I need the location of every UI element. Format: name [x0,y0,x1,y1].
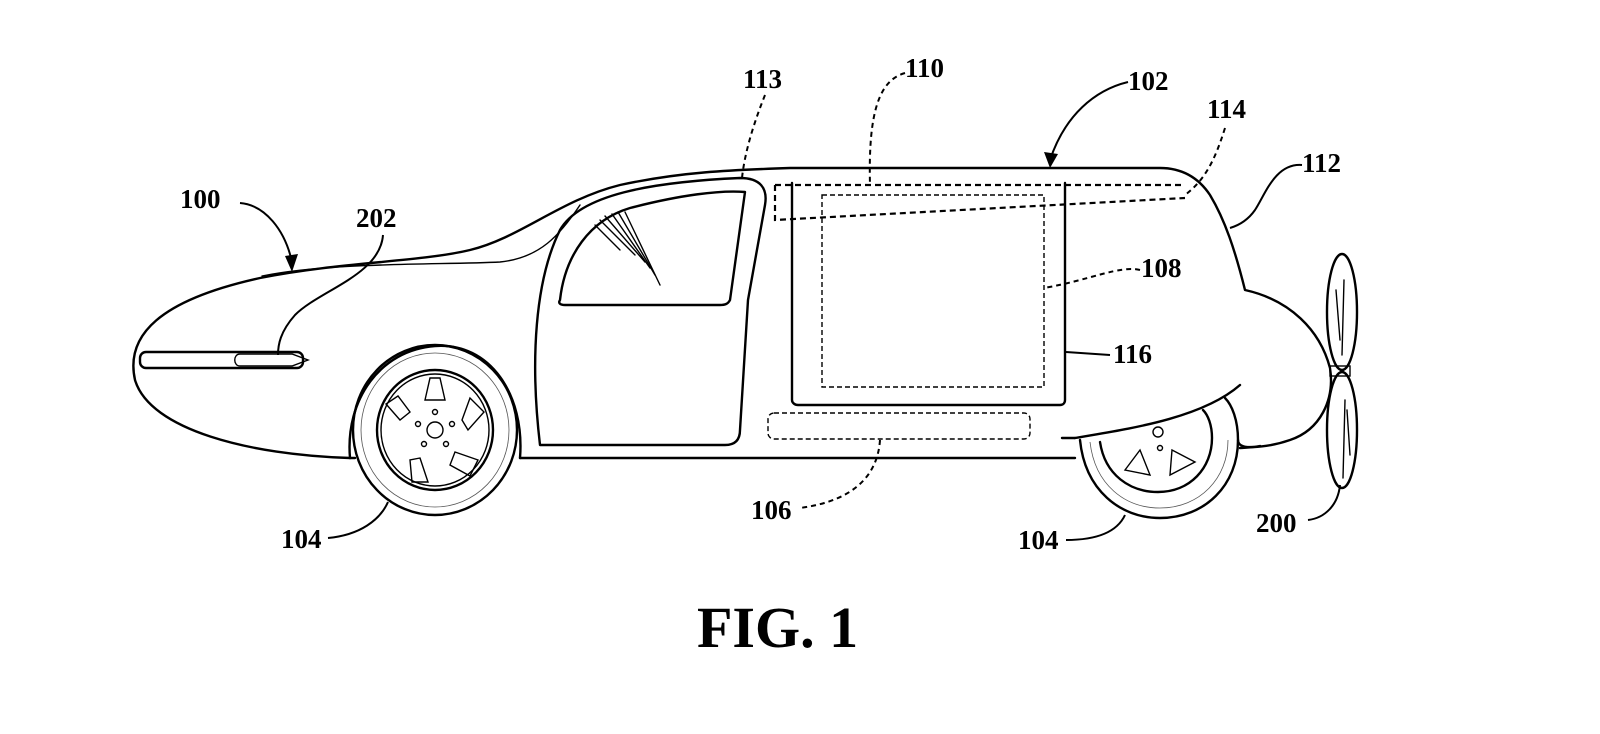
label-108: 108 [1141,253,1182,283]
label-106: 106 [751,495,792,525]
upper-dashed-line [773,185,1186,222]
vehicle-body [132,166,1333,460]
figure-title: FIG. 1 [697,595,858,660]
label-200: 200 [1256,508,1297,538]
front-wheel [351,343,519,517]
label-102: 102 [1128,66,1169,96]
floor-compartment [767,412,1031,440]
label-104-front: 104 [281,524,322,554]
front-door [533,176,767,447]
reference-labels: 100 202 113 110 102 114 112 108 116 106 … [180,53,1341,555]
cargo-compartment [821,194,1045,388]
wheel-spokes [384,377,485,483]
label-202: 202 [356,203,397,233]
label-116: 116 [1113,339,1152,369]
side-door [790,181,1067,407]
label-113: 113 [743,64,782,94]
label-112: 112 [1302,148,1341,178]
label-114: 114 [1207,94,1246,124]
rear-wheel [1078,396,1262,520]
label-104-rear: 104 [1018,525,1059,555]
propeller [1325,252,1359,490]
leader-lines [239,72,1341,541]
label-110: 110 [905,53,944,83]
label-100: 100 [180,184,221,214]
side-light [138,350,310,370]
window-glare-lines [594,211,661,286]
